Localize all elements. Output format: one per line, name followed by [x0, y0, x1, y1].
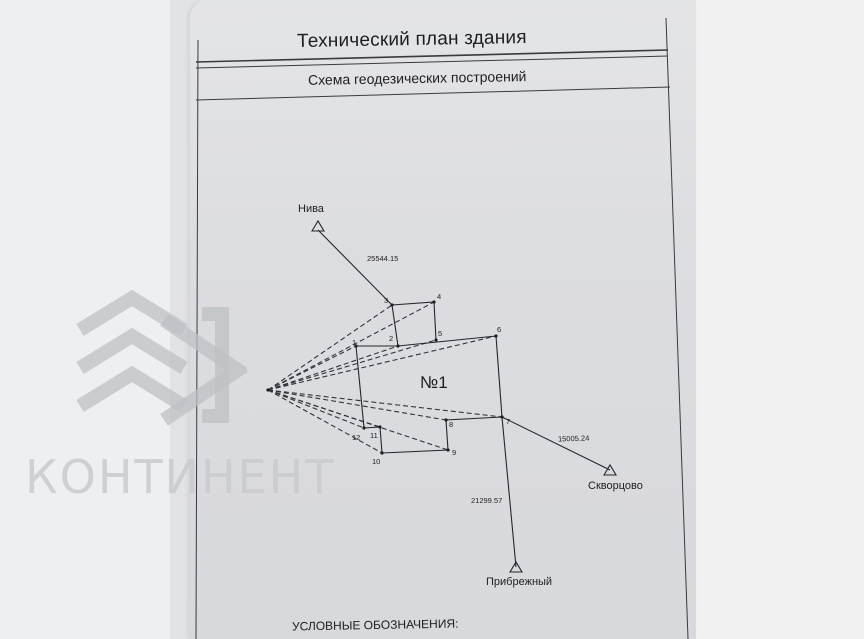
point-4-marker [432, 300, 436, 304]
sight-line-to-6 [267, 335, 497, 391]
point-label-10: 10 [372, 457, 381, 466]
point-10-marker [380, 451, 384, 455]
station-pribrezhny-icon [509, 560, 523, 573]
contour-10-9-8-7 [381, 416, 503, 454]
line-6-7 [495, 335, 503, 418]
continent-logo [76, 290, 247, 426]
point-label-2: 2 [389, 334, 394, 343]
title-divider-1 [195, 49, 669, 63]
frame-right-line [665, 17, 689, 639]
station-niva-label: Нива [298, 203, 324, 215]
station-skvortsovo-label: Скворцово [588, 480, 643, 492]
station-skvortsovo-icon [603, 463, 617, 476]
point-label-6: 6 [497, 325, 502, 334]
sight-line-to-12 [267, 389, 365, 429]
point-label-4: 4 [437, 292, 442, 301]
line-niva-to-3 [317, 229, 393, 306]
point-6-marker [494, 334, 498, 338]
sight-line-to-8 [267, 389, 447, 421]
point-11-marker [378, 425, 382, 429]
legend-heading: УСЛОВНЫЕ ОБОЗНАЧЕНИЯ: [291, 616, 459, 634]
subtitle-divider [195, 86, 671, 101]
contour-1-12 [355, 345, 365, 429]
point-8-marker [444, 418, 448, 422]
origin-station-marker [266, 388, 270, 392]
sight-line-to-1 [267, 345, 357, 391]
distance-skvortsovo: 15005.24 [557, 433, 590, 444]
point-3-marker [390, 303, 394, 307]
point-1-marker [354, 344, 358, 348]
sight-line-to-4 [267, 301, 435, 391]
point-label-11: 11 [370, 431, 378, 440]
document-title: Технический план здания [296, 26, 527, 53]
point-label-8: 8 [449, 420, 454, 429]
sight-line-to-5 [267, 339, 437, 391]
title-divider-2 [195, 55, 669, 69]
station-niva-icon [311, 219, 325, 232]
point-label-5: 5 [438, 329, 443, 338]
document-page [190, 0, 696, 639]
point-2-marker [396, 344, 400, 348]
parcel-label: №1 [420, 373, 448, 392]
point-label-12: 12 [352, 433, 361, 442]
point-label-9: 9 [452, 448, 457, 457]
line-7-to-skvortsovo [501, 416, 611, 471]
watermark-text: КОНТИНЕНТ [25, 450, 336, 504]
point-5-marker [434, 338, 438, 342]
point-12-marker [362, 426, 366, 430]
sight-line-to-10 [267, 389, 383, 454]
station-pribrezhny-label: Прибрежный [486, 576, 553, 588]
background-right [692, 0, 864, 639]
line-7-to-pribrezhny [501, 416, 517, 568]
point-7-marker [500, 415, 504, 419]
point-label-7: 7 [506, 417, 511, 426]
sight-line-to-3 [267, 304, 393, 391]
sight-line-to-2 [267, 345, 399, 391]
point-label-3: 3 [384, 296, 389, 305]
contour-2-6 [397, 335, 497, 347]
distance-pribrezhny: 21299.57 [471, 496, 503, 505]
distance-niva: 25544.15 [367, 254, 399, 263]
sight-line-to-7 [267, 389, 503, 418]
point-label-1: 1 [352, 338, 357, 347]
point-9-marker [446, 448, 450, 452]
